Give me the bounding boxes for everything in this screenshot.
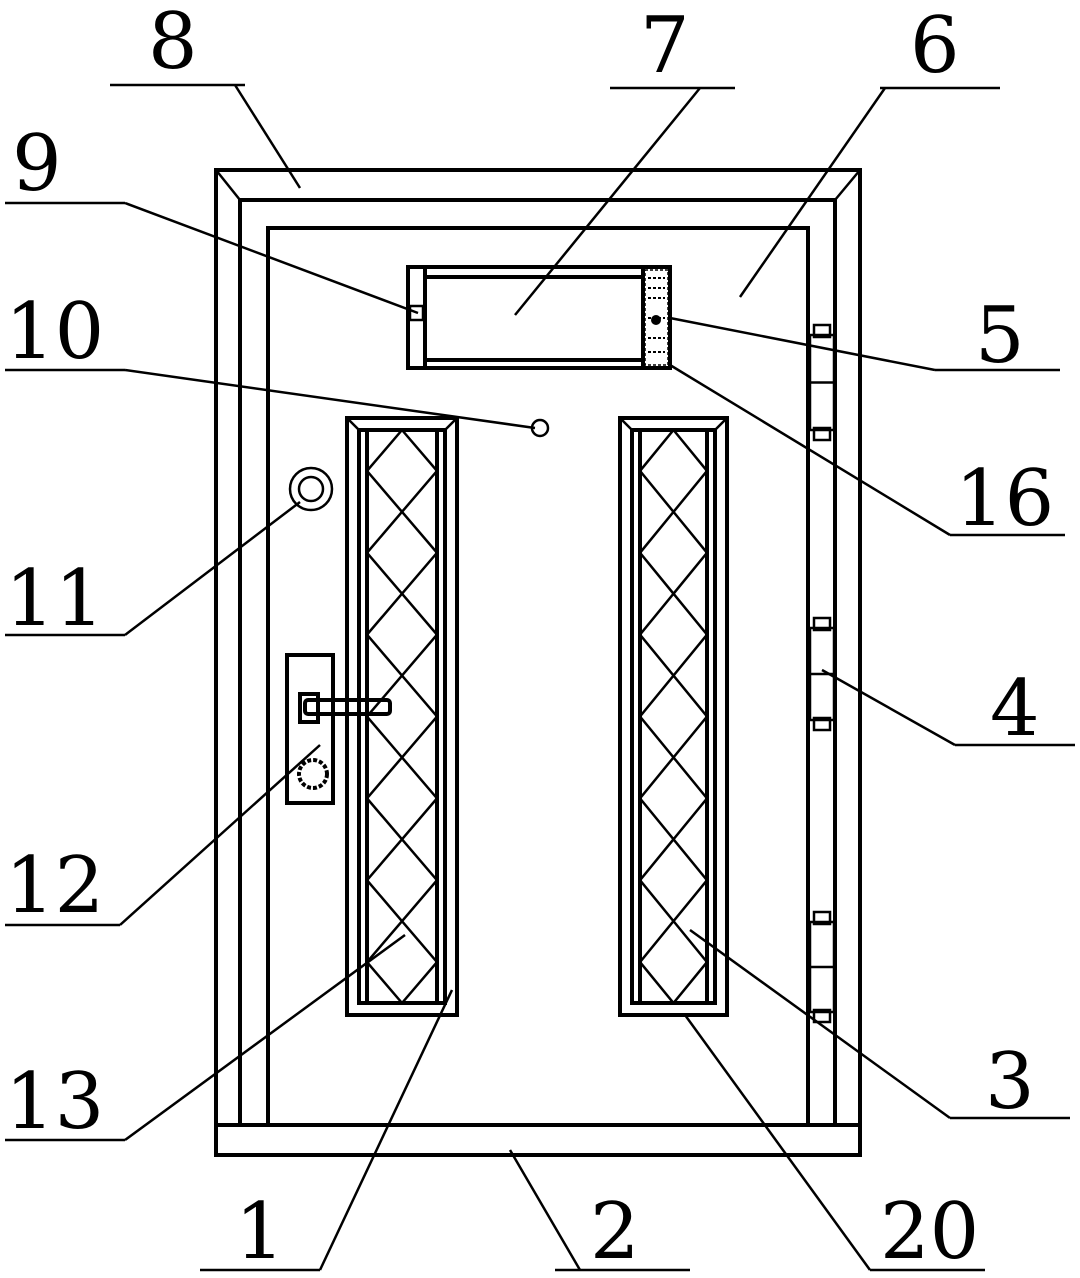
label-3: 3 (985, 1037, 1035, 1127)
label-13: 13 (5, 1057, 104, 1147)
label-5: 5 (975, 291, 1025, 381)
display-panel (406, 265, 672, 370)
leader-line (669, 316, 936, 372)
leader-line (124, 201, 419, 315)
bevel (619, 417, 633, 431)
window-left (345, 416, 459, 1017)
door-frame (214, 168, 862, 1157)
leader-line (124, 933, 406, 1142)
hinge-knuckle (812, 1008, 832, 1024)
camera-icon (408, 304, 425, 322)
label-11: 11 (5, 554, 104, 644)
leader-line (821, 668, 956, 747)
hinges (808, 323, 836, 1024)
bevel (444, 417, 458, 431)
bevel (346, 417, 360, 431)
label-1: 1 (235, 1187, 285, 1277)
label-7: 7 (640, 1, 690, 91)
leader-line (669, 363, 951, 537)
lattice-diamonds (638, 428, 709, 1005)
label-12: 12 (5, 841, 104, 931)
leader-line (508, 1149, 582, 1271)
label-10: 10 (5, 287, 104, 377)
bevel (714, 417, 728, 431)
keyhole-icon (297, 758, 329, 790)
leader-lines (5, 83, 1075, 1272)
label-4: 4 (990, 664, 1040, 754)
hinge-knuckle (812, 716, 832, 732)
leader-line (689, 928, 951, 1120)
hinge-knuckle (812, 616, 832, 632)
label-9: 9 (12, 119, 62, 209)
leader-line (124, 501, 301, 636)
window-frame (345, 416, 459, 1017)
door-leaf (266, 226, 810, 1127)
leader-line (514, 87, 701, 316)
leader-line (124, 368, 536, 430)
label-8: 8 (148, 0, 198, 87)
leader-line (119, 744, 321, 926)
label-16: 16 (955, 454, 1054, 544)
peephole-icon (288, 466, 334, 512)
window-frame (618, 416, 729, 1017)
label-6: 6 (910, 1, 960, 91)
lattice-diamonds (365, 428, 439, 1005)
keypad-icon (644, 269, 669, 366)
leader-line (233, 84, 302, 189)
hinge-knuckle (812, 426, 832, 442)
leader-line (683, 1014, 872, 1271)
window-right (618, 416, 729, 1017)
hinge-knuckle (812, 910, 832, 926)
label-2: 2 (590, 1187, 640, 1277)
hinge-knuckle (812, 323, 832, 339)
window-inner (357, 428, 447, 1005)
leader-line (318, 989, 454, 1271)
leader-line (738, 87, 887, 298)
window-inner (630, 428, 717, 1005)
label-20: 20 (880, 1187, 979, 1277)
door-lock (285, 653, 392, 805)
